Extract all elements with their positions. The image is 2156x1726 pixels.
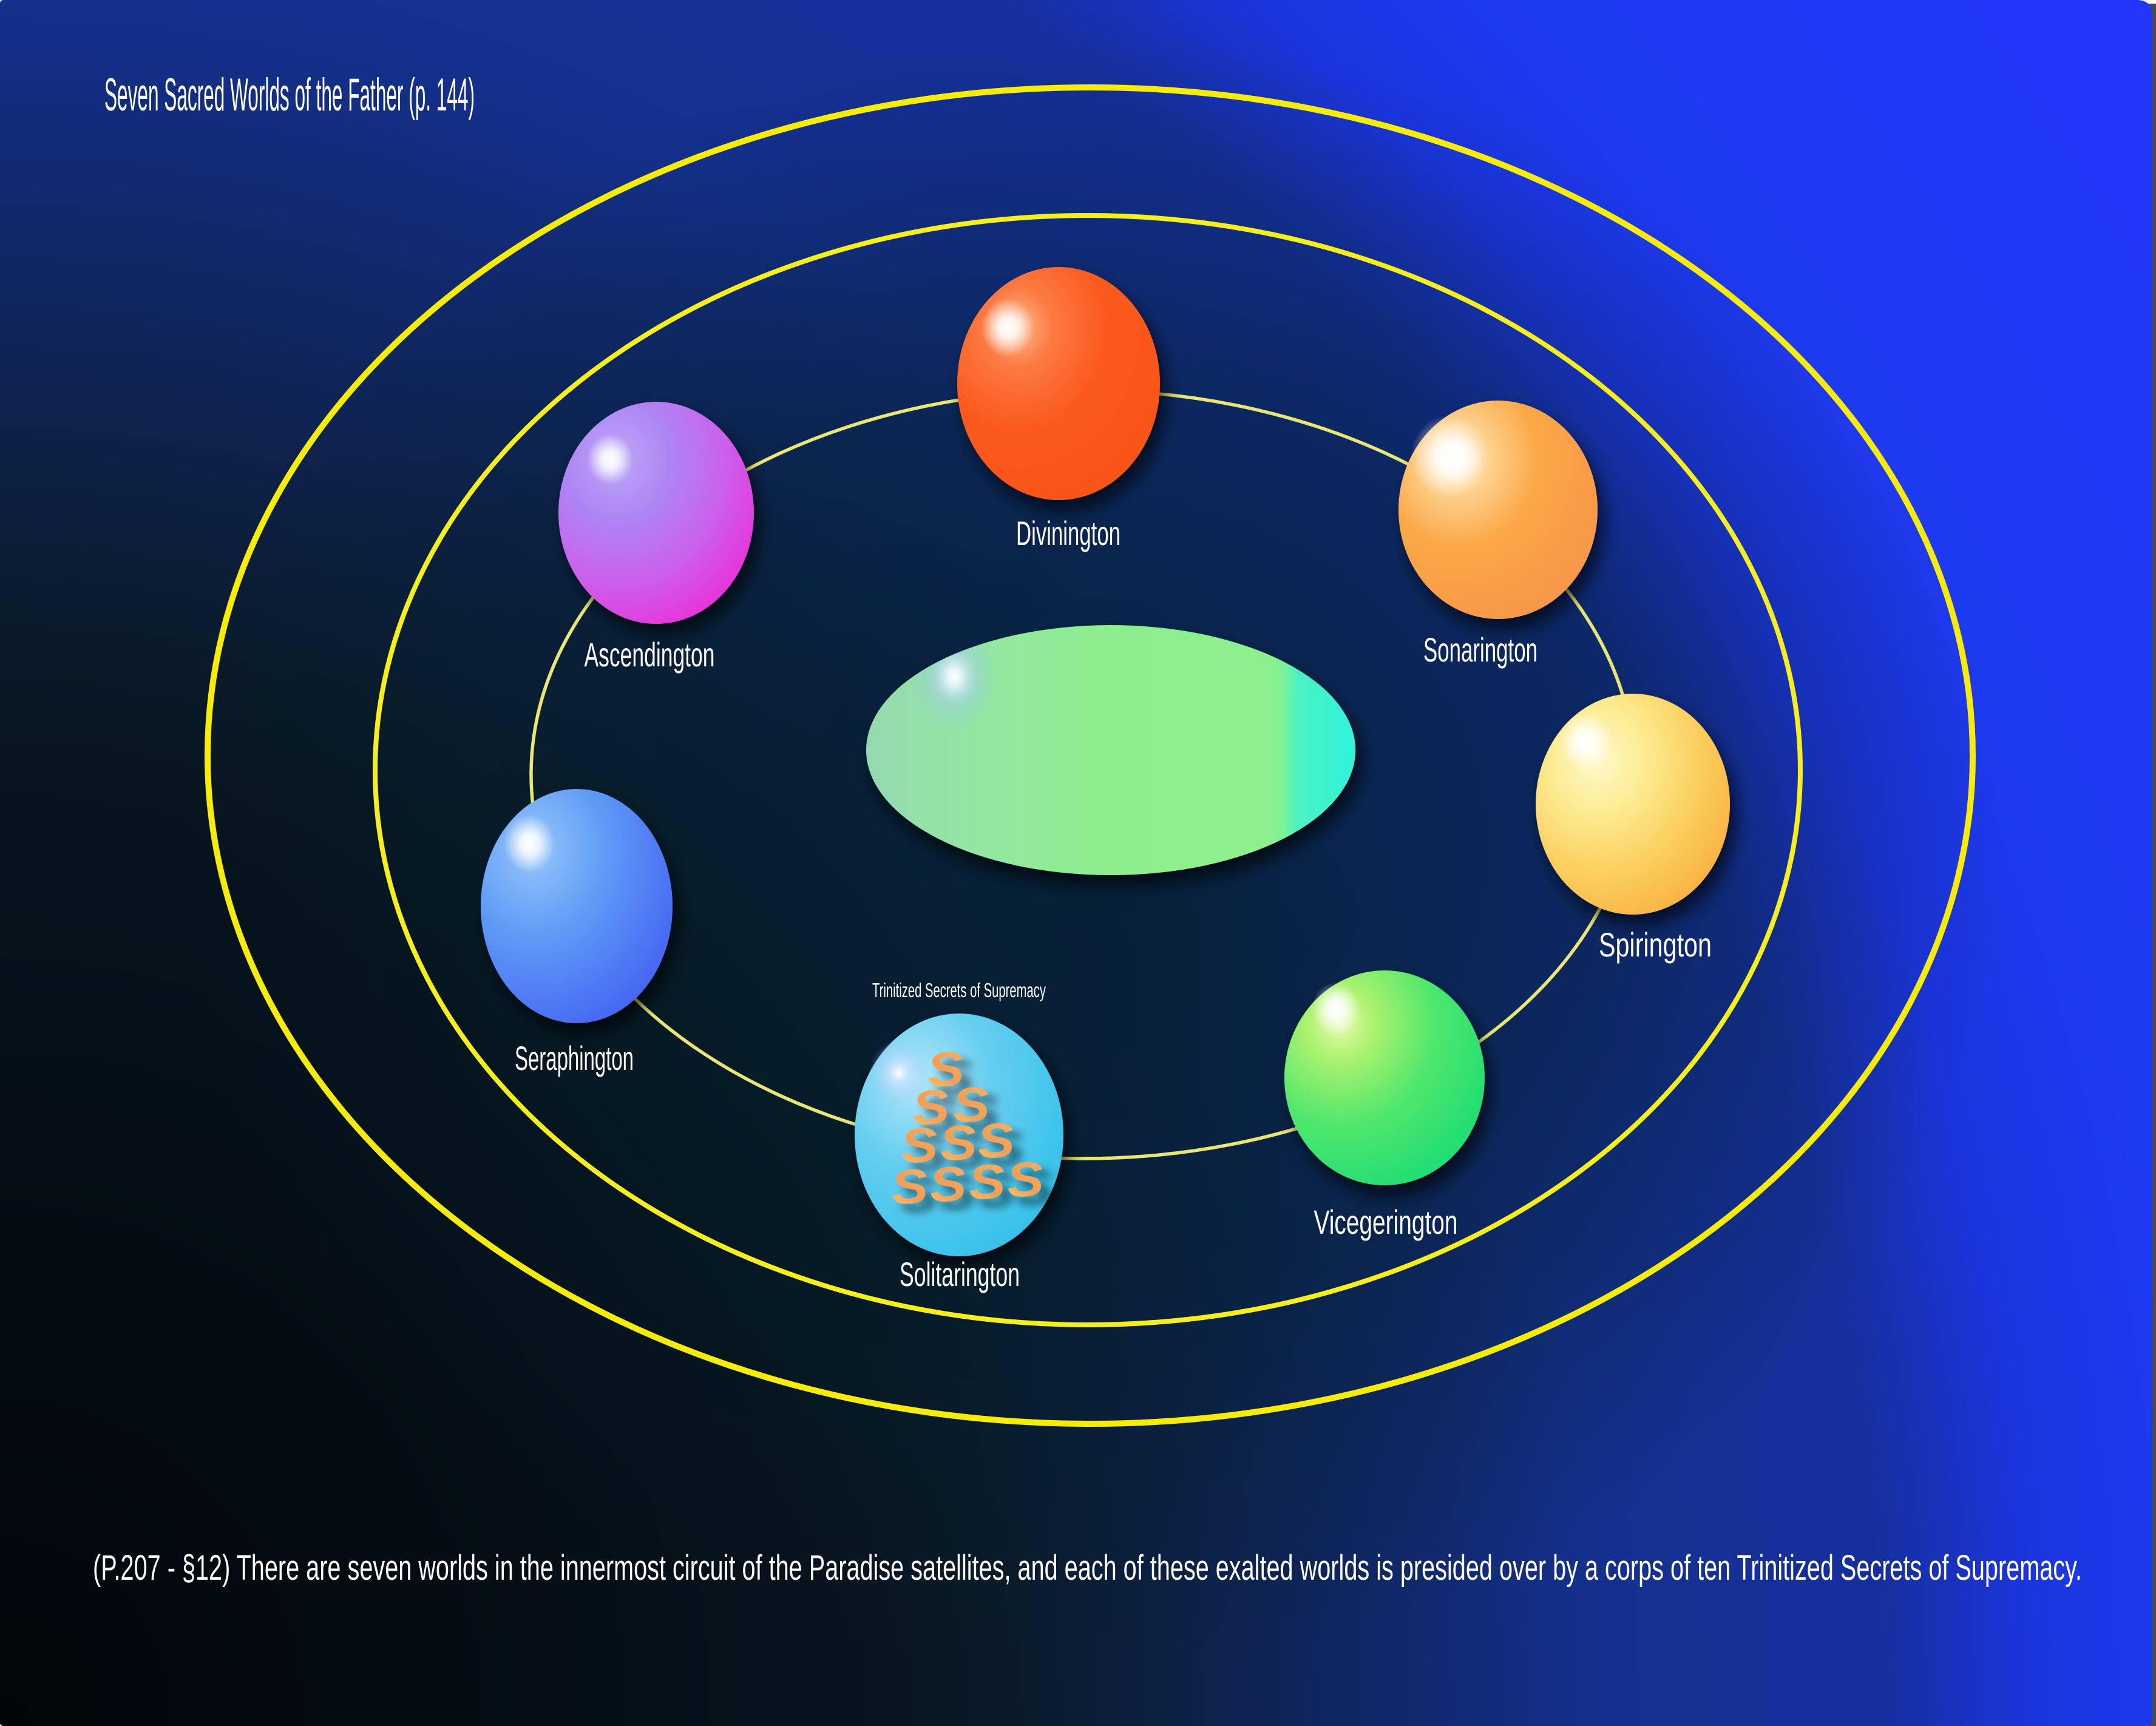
svg-text:Ascendington: Ascendington: [585, 635, 715, 674]
svg-text:Vicegerington: Vicegerington: [1314, 1203, 1458, 1241]
svg-text:S: S: [966, 1154, 1007, 1210]
svg-text:Divinington: Divinington: [1016, 514, 1120, 552]
svg-text:Seven Sacred Worlds of the Fat: Seven Sacred Worlds of the Father (p. 14…: [104, 69, 475, 121]
svg-text:S: S: [899, 1117, 940, 1174]
svg-text:S: S: [1005, 1151, 1045, 1208]
svg-text:Trinitized Secrets of Supremac: Trinitized Secrets of Supremacy: [872, 979, 1046, 1001]
svg-text:S: S: [889, 1159, 930, 1215]
svg-text:Solitarington: Solitarington: [900, 1255, 1020, 1293]
svg-text:S: S: [951, 1077, 991, 1134]
svg-text:Seraphington: Seraphington: [515, 1039, 634, 1077]
svg-text:S: S: [910, 1080, 951, 1136]
svg-text:Sonarington: Sonarington: [1423, 631, 1537, 669]
svg-text:(P.207 - §12) There are seven: (P.207 - §12) There are seven worlds in …: [93, 1548, 2082, 1588]
svg-text:S: S: [927, 1156, 968, 1213]
svg-text:S: S: [938, 1115, 978, 1171]
svg-text:S: S: [975, 1112, 1016, 1169]
svg-text:Spirington: Spirington: [1599, 926, 1712, 964]
svg-text:S: S: [925, 1041, 966, 1098]
